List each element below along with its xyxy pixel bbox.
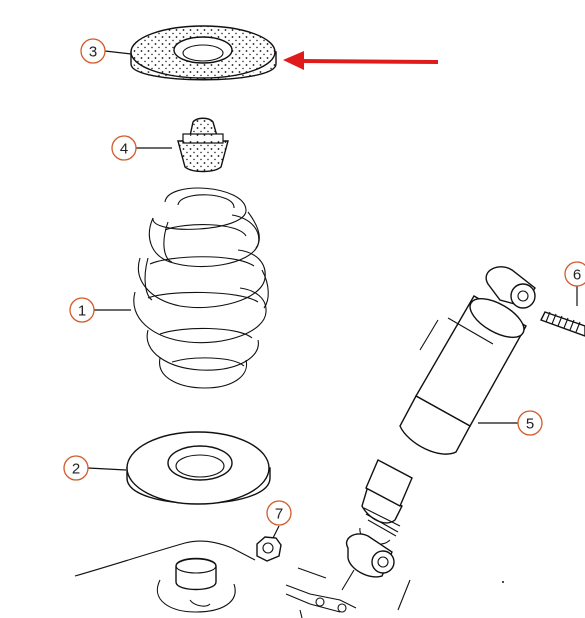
callout-label: 5 xyxy=(526,416,534,433)
callout-5: 5 xyxy=(517,410,543,436)
callout-6: 6 xyxy=(564,261,585,287)
callout-2: 2 xyxy=(63,455,89,481)
callout-4: 4 xyxy=(111,135,137,161)
leader-lines xyxy=(87,50,578,539)
callout-label: 6 xyxy=(573,267,581,284)
coil-spring xyxy=(133,187,269,389)
callout-label: 2 xyxy=(72,461,80,478)
bolt xyxy=(540,311,585,337)
callout-label: 7 xyxy=(275,506,283,523)
spring-top-pad xyxy=(130,25,277,81)
red-arrow-icon xyxy=(283,51,439,70)
callout-3: 3 xyxy=(80,38,106,64)
callout-label: 1 xyxy=(78,303,86,320)
callout-7: 7 xyxy=(266,500,292,526)
nut xyxy=(256,536,282,562)
shock-absorber xyxy=(341,266,536,611)
callout-1: 1 xyxy=(69,297,95,323)
bump-stop xyxy=(177,117,229,173)
body-mount xyxy=(74,540,504,618)
spring-seat-pad xyxy=(126,431,271,505)
callout-label: 4 xyxy=(120,141,128,158)
callout-label: 3 xyxy=(89,44,97,61)
